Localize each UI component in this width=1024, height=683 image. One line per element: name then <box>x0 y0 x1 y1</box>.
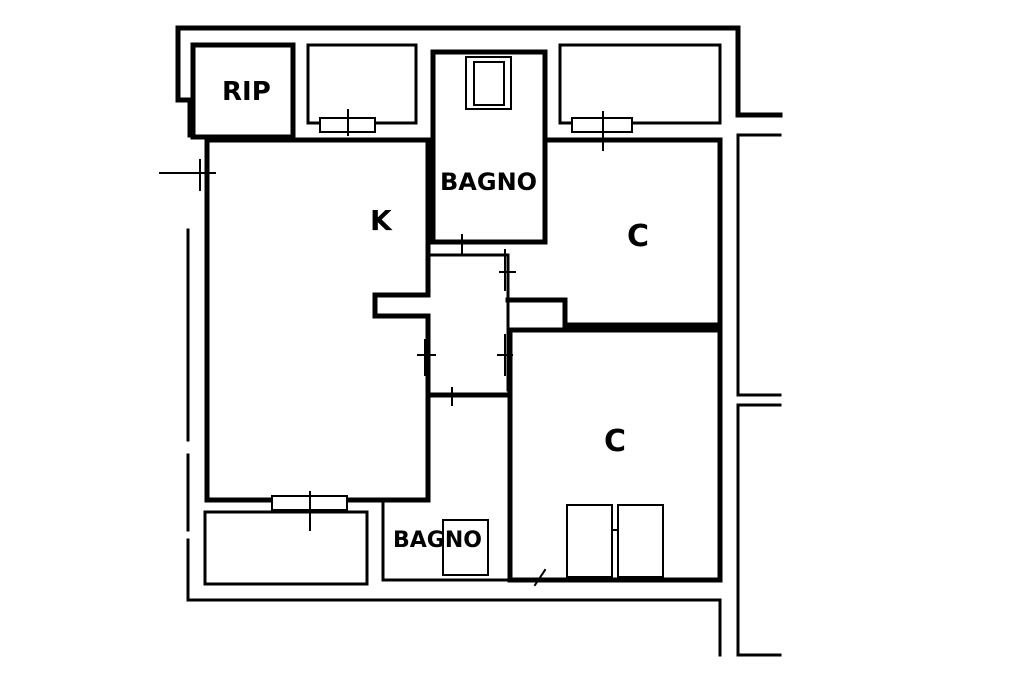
balcony-bottom-left <box>203 510 369 586</box>
room-label-kitchen: K <box>370 204 393 237</box>
bathroom-bottom-walls <box>381 393 430 502</box>
door-markers <box>159 109 633 587</box>
outer-walls <box>175 25 783 657</box>
fixtures <box>442 56 664 578</box>
room-label-bathroom-top: BAGNO <box>440 168 537 196</box>
bathroom-top <box>430 49 548 245</box>
kitchen-walls <box>204 137 431 503</box>
bedroom-bottom-walls <box>507 327 723 583</box>
room-label-storage: RIP <box>222 77 271 107</box>
storage-room <box>190 42 296 140</box>
room-label-bedroom-top: C <box>627 219 649 254</box>
bedroom-top-walls <box>505 137 723 328</box>
room-label-bedroom-bottom: C <box>604 424 626 459</box>
balcony-top-right <box>558 43 722 125</box>
room-label-bathroom-bottom: BAGNO <box>393 528 482 553</box>
balcony-top-left <box>306 43 418 125</box>
hallway-walls <box>426 253 510 392</box>
